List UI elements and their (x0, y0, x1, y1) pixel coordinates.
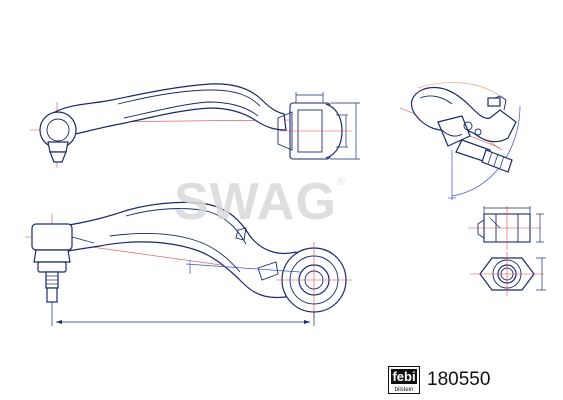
logo-secondary-text: bilstein (395, 387, 414, 393)
watermark-trademark: ® (336, 176, 347, 188)
logo-primary-text: febi (392, 369, 415, 384)
nut-side-view (468, 206, 544, 250)
control-arm-bottom-view (25, 201, 352, 326)
part-number: 180550 (427, 369, 491, 390)
ball-joint-detail-view (399, 82, 521, 200)
nut-top-view (470, 252, 546, 296)
watermark-brand: SWAG (174, 173, 337, 231)
swag-watermark: SWAG® (174, 172, 346, 232)
febi-bilstein-logo-icon: febi bilstein (388, 366, 420, 394)
control-arm-top-view (30, 83, 360, 168)
